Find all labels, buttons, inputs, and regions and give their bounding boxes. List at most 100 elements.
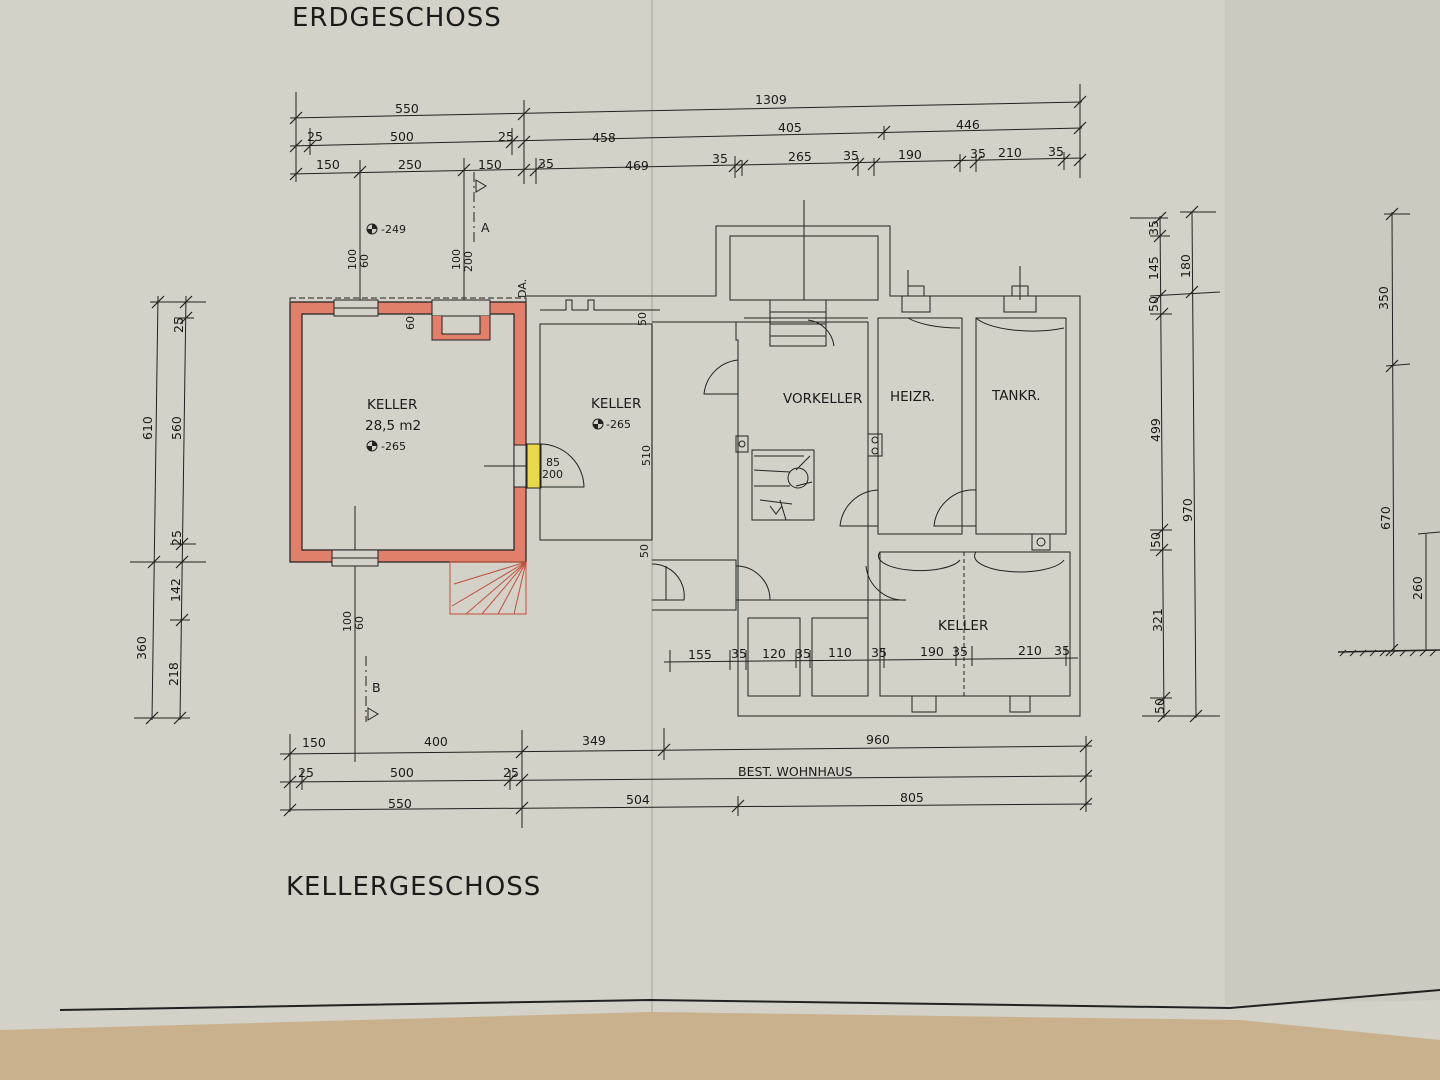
dim-label: 150 (302, 735, 326, 750)
room-keller-mid: KELLER (591, 396, 641, 412)
room-keller-right: KELLER (938, 618, 988, 634)
right-dimension-chains (1130, 211, 1221, 719)
dim-label: 670 (1378, 506, 1393, 530)
dim-label: 805 (900, 790, 924, 805)
dim-label: 550 (395, 101, 419, 116)
bottom-dimension-labels: 150 400 349 960 25 500 25 BEST. WOHNHAUS… (298, 732, 924, 811)
dim-label: 500 (390, 765, 414, 780)
dim-label: 560 (169, 416, 184, 440)
dim-label: 500 (390, 129, 414, 144)
dim-label: 265 (788, 149, 812, 164)
window-dim: 100 (450, 249, 463, 270)
dim-label: 250 (398, 157, 422, 172)
dim-label: 50 (1152, 698, 1167, 714)
dim-label: 145 (1146, 256, 1161, 280)
door-highlight (526, 443, 542, 489)
left-dimension-labels: 610 360 25 560 25 142 218 (134, 317, 186, 686)
dim-label: 35 (1048, 144, 1064, 159)
dim-label: 360 (134, 636, 149, 660)
dim-label: 25 (503, 765, 519, 780)
section-view-right (1337, 207, 1440, 657)
dim-label: 400 (424, 734, 448, 749)
window-axes (354, 180, 465, 760)
dim-label: 180 (1178, 254, 1193, 278)
interior-dimension-labels: 155 35 120 35 110 35 190 35 210 35 (688, 643, 1070, 662)
level-marker-keller-mid: -265 (592, 418, 631, 431)
window-dim: 60 (358, 254, 371, 268)
dim-label: 35 (1146, 220, 1161, 236)
top-dimension-ticks (289, 95, 1087, 181)
right-dimension-labels: 35 145 50 499 50 321 50 180 970 (1146, 220, 1195, 714)
level-text: -265 (606, 418, 631, 431)
section-label-a: A (481, 220, 490, 235)
title-erdgeschoss: ERDGESCHOSS (292, 3, 502, 33)
window-sill-dim: 60 (404, 316, 417, 330)
dim-label: 970 (1180, 498, 1195, 522)
interior-dimension-chain (663, 646, 1079, 672)
dim-label: 446 (956, 117, 980, 132)
dim-label: 405 (778, 120, 802, 135)
dim-label: 35 (731, 646, 747, 661)
section-b-marker: B (365, 656, 381, 722)
dim-label: 35 (970, 146, 986, 161)
dim-label: 960 (866, 732, 890, 747)
dim-label: 120 (762, 646, 786, 661)
room-vorkeller: VORKELLER (783, 391, 862, 407)
dim-label: 35 (795, 646, 811, 661)
window-dimension-labels: 100 60 100 200 100 60 (341, 249, 475, 632)
dim-label: 35 (952, 644, 968, 659)
wall-dim: 50 (636, 312, 649, 326)
level-text: -249 (381, 223, 406, 236)
door-dim: 85 (546, 456, 560, 469)
dim-label: 210 (998, 145, 1022, 160)
dim-label: 349 (582, 733, 606, 748)
window-dim: 100 (341, 611, 354, 632)
room-area: 28,5 m2 (365, 418, 421, 434)
section-a-marker: A (473, 172, 490, 242)
dim-label: 499 (1148, 418, 1163, 442)
room-heizraum: HEIZR. (890, 389, 935, 405)
dim-label: 155 (688, 647, 712, 662)
dim-label: 110 (828, 645, 852, 660)
window-dim: 200 (462, 251, 475, 272)
dim-label: 458 (592, 130, 616, 145)
dim-label: 142 (168, 578, 183, 602)
door-swing-mid (540, 443, 585, 488)
dim-label: 150 (316, 157, 340, 172)
paper-fold-shade (1225, 0, 1440, 1005)
window-dim: 100 (346, 249, 359, 270)
dim-label: 25 (171, 317, 186, 333)
wall-dim: 50 (638, 544, 651, 558)
dim-label: 35 (871, 645, 887, 660)
dim-label: 35 (712, 151, 728, 166)
dim-label: 190 (920, 644, 944, 659)
dim-label: 260 (1410, 576, 1425, 600)
chimney-boxes (735, 433, 1051, 551)
window-dim: 60 (353, 616, 366, 630)
top-dimension-labels: 550 1309 25 500 25 458 405 446 150 250 1… (307, 92, 1064, 173)
chimney-label: DA. (516, 279, 529, 298)
dim-label: 610 (140, 416, 155, 440)
dim-label: 469 (625, 158, 649, 173)
section-label-b: B (372, 680, 381, 695)
dim-label: 190 (898, 147, 922, 162)
dim-label: 50 (1148, 532, 1163, 548)
dim-label: 25 (307, 129, 323, 144)
right-dimension-ticks (1153, 205, 1203, 723)
dim-label: 25 (169, 530, 184, 546)
dim-label: 1309 (755, 92, 787, 107)
dim-label: 321 (1150, 608, 1165, 632)
dim-label: 50 (1146, 296, 1161, 312)
level-marker-keller-new: -265 (366, 440, 406, 453)
bottom-dimension-chains (279, 728, 1093, 828)
existing-house-walls (526, 200, 1081, 717)
existing-house-label: BEST. WOHNHAUS (738, 764, 853, 779)
dim-label: 35 (538, 156, 554, 171)
dim-label: 350 (1376, 286, 1391, 310)
dim-label: 25 (298, 765, 314, 780)
dim-label: 35 (843, 148, 859, 163)
outside-stair (449, 561, 527, 615)
new-keller-walls (289, 297, 527, 567)
room-tankraum: TANKR. (991, 388, 1041, 404)
title-kellergeschoss: KELLERGESCHOSS (286, 872, 541, 902)
